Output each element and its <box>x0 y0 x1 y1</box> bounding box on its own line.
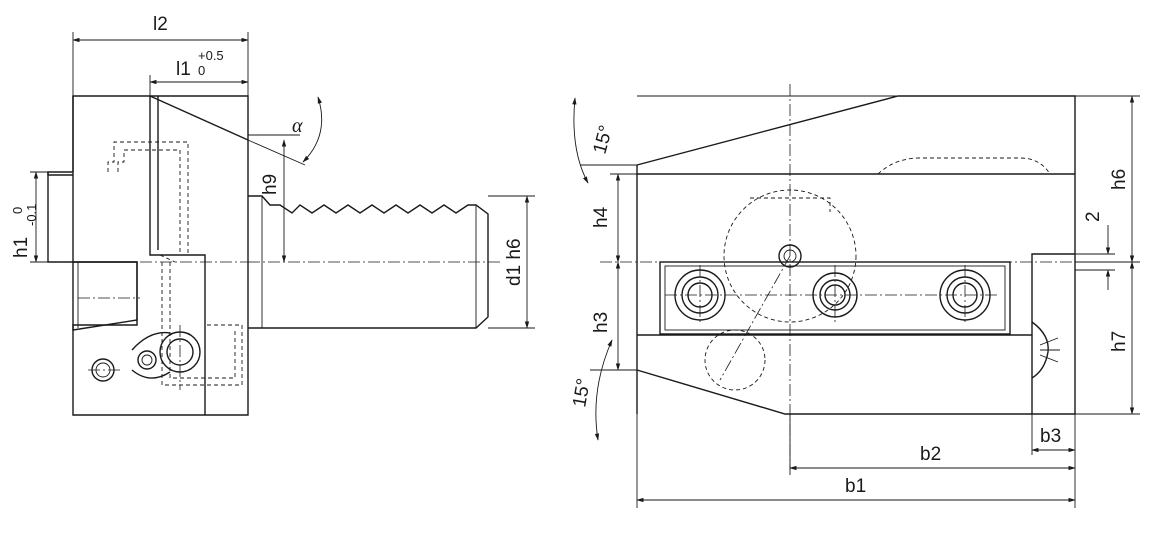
side-dimensions <box>30 32 535 329</box>
label-d1h6: d1 h6 <box>504 238 525 286</box>
label-l1-upper: +0.5 <box>198 48 224 63</box>
label-l1-lower: 0 <box>198 63 205 78</box>
side-hidden-channel <box>107 141 189 255</box>
label-b3: b3 <box>1040 426 1061 447</box>
front-view <box>600 84 1135 470</box>
label-b2: b2 <box>920 444 941 465</box>
label-l2: l2 <box>153 14 168 35</box>
label-alpha: α <box>292 115 303 137</box>
side-body-outline <box>47 95 249 416</box>
front-body-outline <box>636 95 1076 415</box>
label-h3: h3 <box>591 312 612 333</box>
label-h1: h1 <box>11 237 32 258</box>
side-front-plate <box>149 96 206 415</box>
label-h4: h4 <box>591 206 612 228</box>
label-angle-top: 15° <box>590 123 618 156</box>
label-two: 2 <box>1083 211 1104 222</box>
label-b1: b1 <box>845 476 866 497</box>
side-wedge <box>149 95 249 141</box>
label-l1: l1 <box>176 59 191 80</box>
label-h1-lower: -0.1 <box>24 204 39 226</box>
side-shank <box>248 195 489 329</box>
side-view <box>40 95 500 416</box>
front-dimensions <box>572 95 1140 508</box>
label-h1-upper: 0 <box>10 207 25 214</box>
label-h7: h7 <box>1109 331 1130 352</box>
label-h6: h6 <box>1109 169 1130 190</box>
label-h9: h9 <box>260 174 281 195</box>
front-coolant-nozzle <box>1031 321 1049 379</box>
front-top-slot <box>877 157 1051 175</box>
side-jaw <box>47 172 138 331</box>
label-angle-bottom: 15° <box>569 377 595 409</box>
